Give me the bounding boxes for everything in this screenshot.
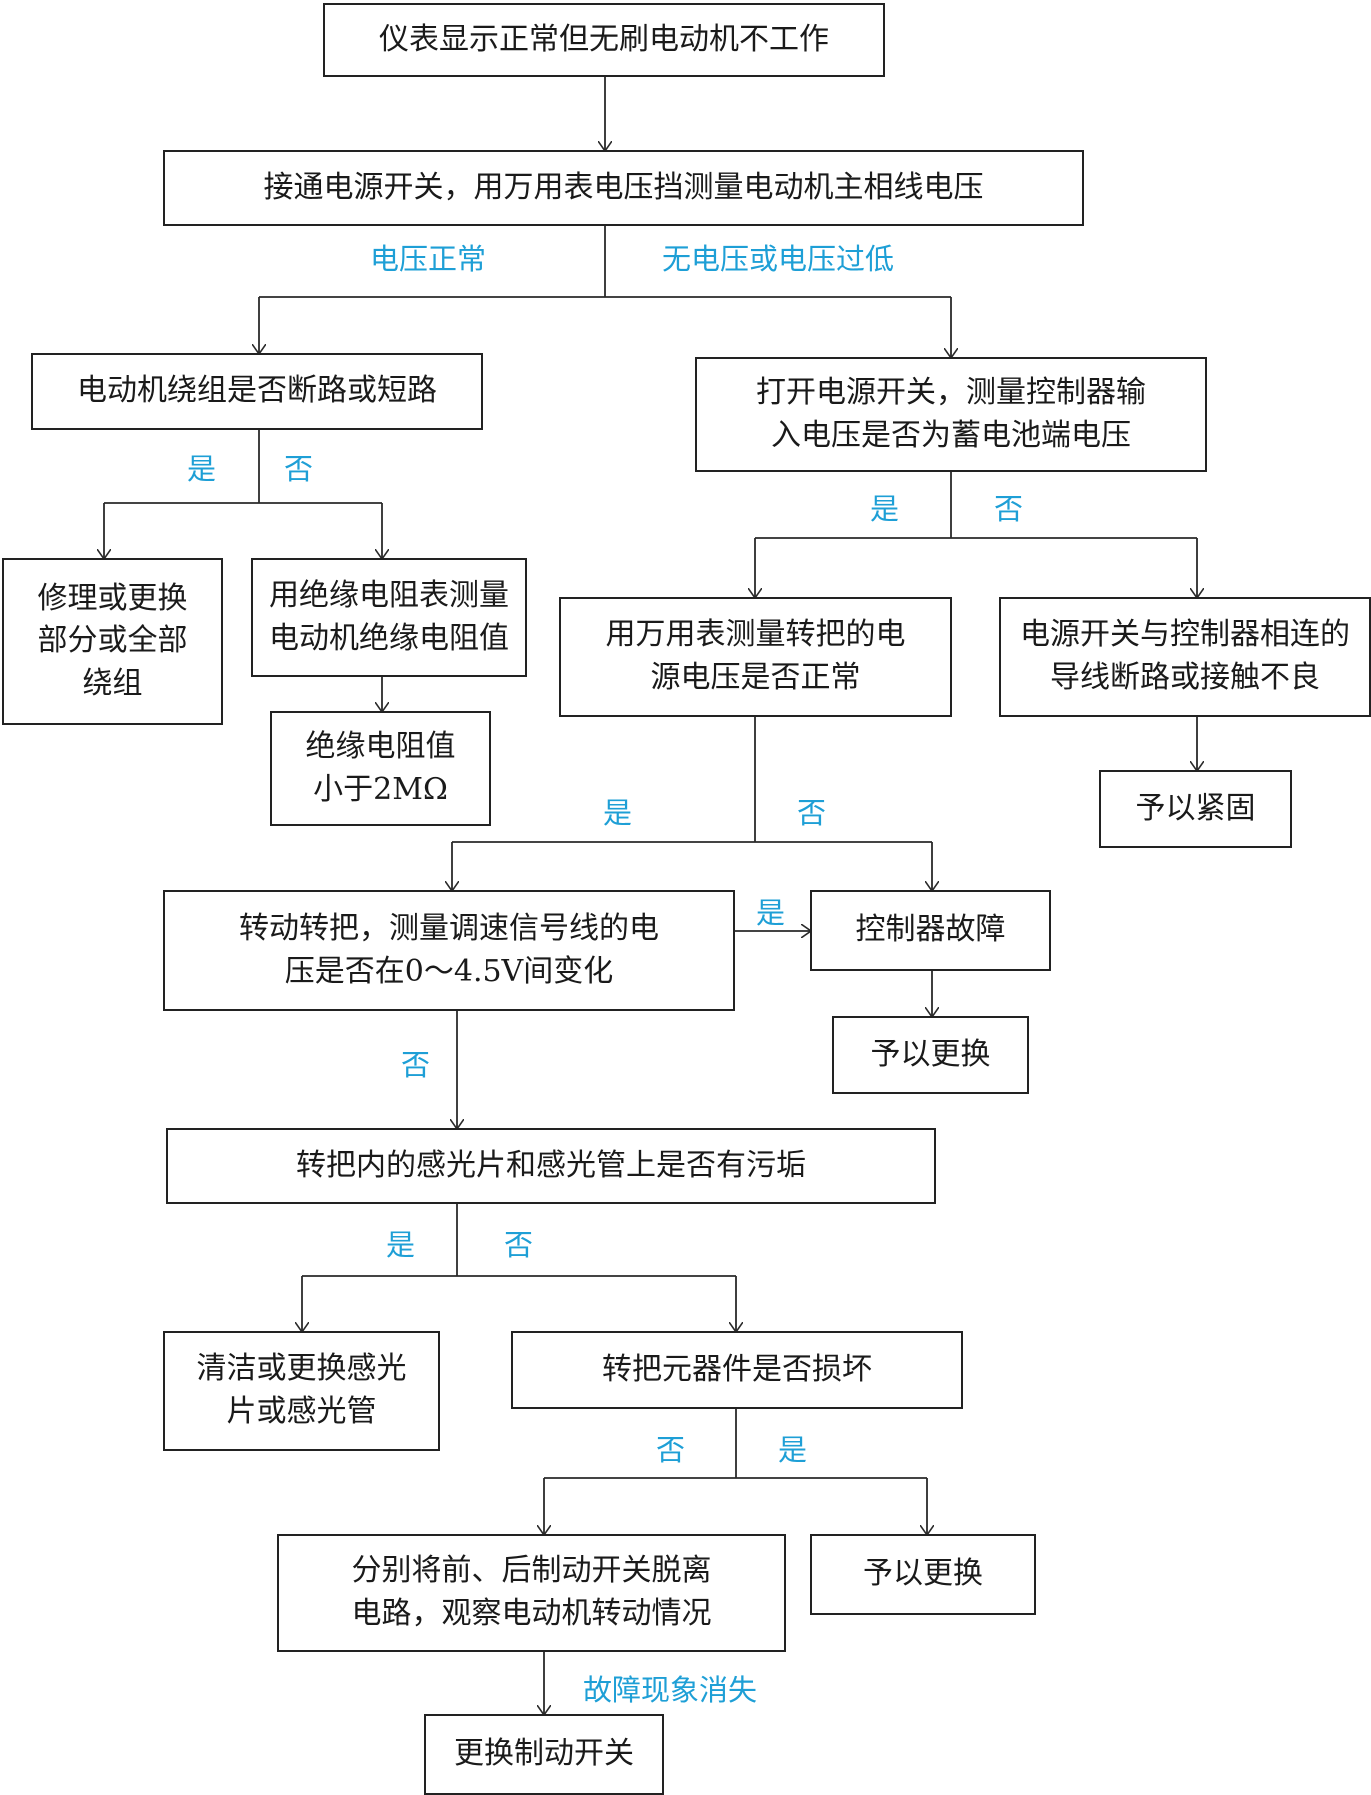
clean-sensor-box: 清洁或更换感光片或感光管	[163, 1331, 440, 1451]
wire-fault-box: 电源开关与控制器相连的导线断路或接触不良	[999, 597, 1371, 717]
start-node-box: 仪表显示正常但无刷电动机不工作	[323, 3, 885, 77]
winding-check-box: 电动机绕组是否断路或短路	[31, 353, 483, 430]
label-dirt-yes: 是	[386, 1228, 416, 1262]
label-winding-no: 否	[284, 452, 314, 486]
label-dirt-no: 否	[504, 1228, 534, 1262]
replace-brake-switch-box: 更换制动开关	[424, 1714, 664, 1795]
label-winding-yes: 是	[187, 452, 217, 486]
label-throttle-power-no: 否	[797, 796, 827, 830]
label-damage-yes: 是	[778, 1433, 808, 1467]
replace-component-box: 予以更换	[810, 1534, 1036, 1615]
throttle-dirt-check-box: 转把内的感光片和感光管上是否有污垢	[166, 1128, 936, 1204]
component-damage-check-box: 转把元器件是否损坏	[511, 1331, 963, 1409]
insulation-measure-box: 用绝缘电阻表测量电动机绝缘电阻值	[251, 558, 527, 677]
label-input-yes: 是	[870, 492, 900, 526]
insulation-low-box: 绝缘电阻值小于2MΩ	[270, 711, 491, 826]
controller-fault-box: 控制器故障	[810, 890, 1051, 971]
label-input-no: 否	[994, 492, 1024, 526]
label-signal-yes: 是	[756, 896, 786, 930]
measure-phase-voltage-box: 接通电源开关，用万用表电压挡测量电动机主相线电压	[163, 150, 1084, 226]
label-signal-no: 否	[401, 1048, 431, 1082]
repair-winding-box: 修理或更换部分或全部绕组	[2, 558, 223, 725]
replace-controller-box: 予以更换	[832, 1016, 1029, 1094]
label-no-or-low-voltage: 无电压或电压过低	[662, 242, 895, 276]
label-voltage-normal: 电压正常	[370, 242, 487, 276]
signal-voltage-check-box: 转动转把，测量调速信号线的电压是否在0～4.5V间变化	[163, 890, 735, 1011]
throttle-power-check-box: 用万用表测量转把的电源电压是否正常	[559, 597, 952, 717]
label-damage-no: 否	[656, 1433, 686, 1467]
brake-switch-test-box: 分别将前、后制动开关脱离电路，观察电动机转动情况	[277, 1534, 786, 1652]
label-throttle-power-yes: 是	[603, 796, 633, 830]
controller-input-voltage-box: 打开电源开关，测量控制器输入电压是否为蓄电池端电压	[695, 357, 1207, 472]
tighten-box: 予以紧固	[1099, 770, 1292, 848]
label-fault-gone: 故障现象消失	[583, 1673, 758, 1707]
